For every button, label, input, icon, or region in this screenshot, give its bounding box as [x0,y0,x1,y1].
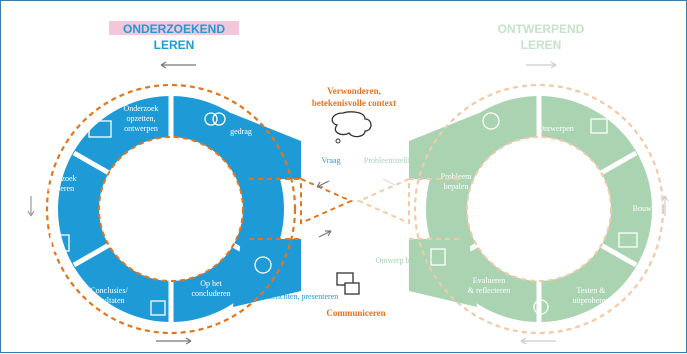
right-tail-top [409,113,479,179]
left-title-highlight [109,21,239,35]
arrow-left-bottom-icon [156,337,192,345]
left-tail-bottom [233,239,301,307]
toelichting-label: Toelichten, presenteren [264,292,339,301]
left-seg-5-line1: Conclusies/ [90,286,128,295]
left-ring-hole [99,137,243,281]
arrow-right-bottom-icon [520,337,556,345]
center-connection: Verwonderen, betekenisvolle context Vraa… [249,86,461,318]
clipboard-icon [430,248,446,266]
left-tail-top [231,113,301,179]
right-dashed-inner [466,136,612,282]
ontwerpen-label: Ontwerp beschrijven [376,256,443,265]
left-cycle: Onderzoek opzetten, ontwerpen gedrag Ond… [41,83,301,335]
right-seg-5-line2: bepalen [444,182,469,191]
left-seg-1-line2: opzetten, [126,114,155,123]
right-title-line1: ONTWERPEND [498,22,585,36]
left-title-line2: LEREN [154,38,195,52]
arrow-left-side-icon [27,196,35,217]
right-seg-1-line1: Ontwerpen [538,124,574,133]
right-seg-5-line1: Probleem [441,172,472,181]
left-seg-2-line1: gedrag [230,127,252,136]
center-triangle-left [300,177,354,225]
center-triangle-right [356,177,410,225]
left-dashed-outer [45,83,297,335]
left-seg-1-line3: ontwerpen [124,124,158,133]
left-icons [50,112,272,316]
probleem-label: Probleemstelling [364,156,418,165]
left-seg-6-line1: Op het [200,279,222,288]
tools-icon [590,118,608,134]
right-seg-3-line1: Testen & [577,286,607,295]
left-seg-3-line1: Onderzoek [41,174,76,183]
center-top-line1: Verwonderen, [327,86,381,96]
right-seg-4-line2: & reflecteren [468,286,510,295]
arrow-center-left-up-icon [316,180,330,188]
arrow-left-top-icon [160,61,196,69]
left-title-line1: ONDERZOEKEND [123,22,225,36]
right-seg-3-line2: uitproberen [573,296,610,305]
checklist-icon [150,300,166,316]
left-seg-1-line1: Onderzoek [123,104,158,113]
arrow-right-top-icon [526,61,557,69]
lightbulb-icon [254,256,272,274]
center-top-line2: betekenisvolle context [312,98,396,108]
left-seg-5-line2: resultaten [93,296,124,305]
center-bottom-label: Communiceren [326,308,385,318]
right-title-line2: LEREN [521,38,562,52]
right-cycle: Ontwerpen Bouwen Testen & uitproberen Ev… [409,83,665,335]
left-seg-3-line2: uitvoeren [44,184,74,193]
left-seg-6-line2: concluderen [191,289,230,298]
left-dashed-inner [98,136,244,282]
wrench-icon [618,232,638,248]
thought-cloud-icon [331,111,372,138]
right-icons [430,112,638,315]
arrow-center-right-icon [382,178,396,186]
right-seg-4-line1: Evalueren [473,276,505,285]
right-seg-2-line1: Bouwen [633,204,660,213]
notebook-icon [88,120,112,138]
right-tail-bottom [409,239,477,307]
bulb-right-icon [482,112,500,130]
right-ring-hole [467,137,611,281]
right-dashed-outer [413,83,665,335]
cog-right-icon [533,299,549,315]
vraag-label: Vraag [321,156,340,165]
group-icon [204,112,218,126]
gears-icon [50,234,70,252]
arrow-center-left-down-icon [318,230,332,238]
